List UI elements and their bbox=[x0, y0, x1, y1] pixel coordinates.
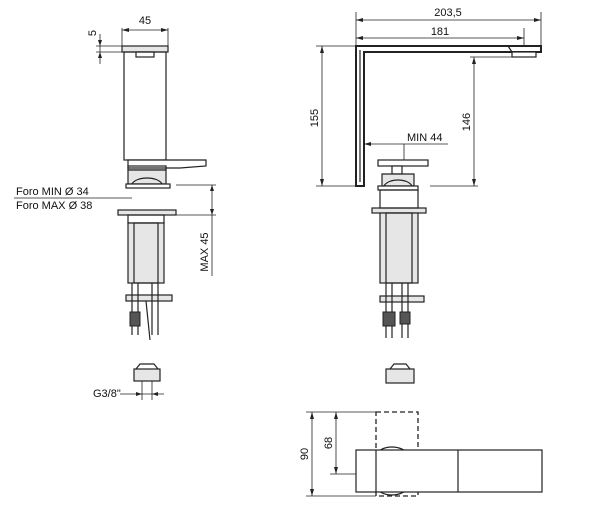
spout-reach-dim: 181 bbox=[431, 26, 449, 38]
front-width-dim: 45 bbox=[139, 15, 151, 27]
max-deck-dim: MAX 45 bbox=[199, 232, 211, 271]
front-view: 45 5 Foro MIN Ø 34 Foro MAX Ø 38 bbox=[14, 15, 216, 400]
plan-inner-depth-dim: 68 bbox=[323, 437, 335, 449]
total-height-dim: 155 bbox=[309, 109, 321, 127]
front-thickness-dim: 5 bbox=[87, 30, 99, 36]
plan-view: 90 68 bbox=[299, 411, 543, 497]
thread-dim: G3/8" bbox=[93, 388, 121, 400]
side-view: 203,5 181 155 146 MIN 44 bbox=[309, 7, 542, 384]
plan-depth-dim: 90 bbox=[299, 448, 311, 460]
total-reach-dim: 203,5 bbox=[434, 7, 462, 19]
hole-max-label: Foro MAX Ø 38 bbox=[16, 200, 92, 212]
outlet-height-dim: 146 bbox=[461, 113, 473, 131]
min-clearance-dim: MIN 44 bbox=[407, 132, 442, 144]
hole-min-label: Foro MIN Ø 34 bbox=[16, 186, 89, 198]
